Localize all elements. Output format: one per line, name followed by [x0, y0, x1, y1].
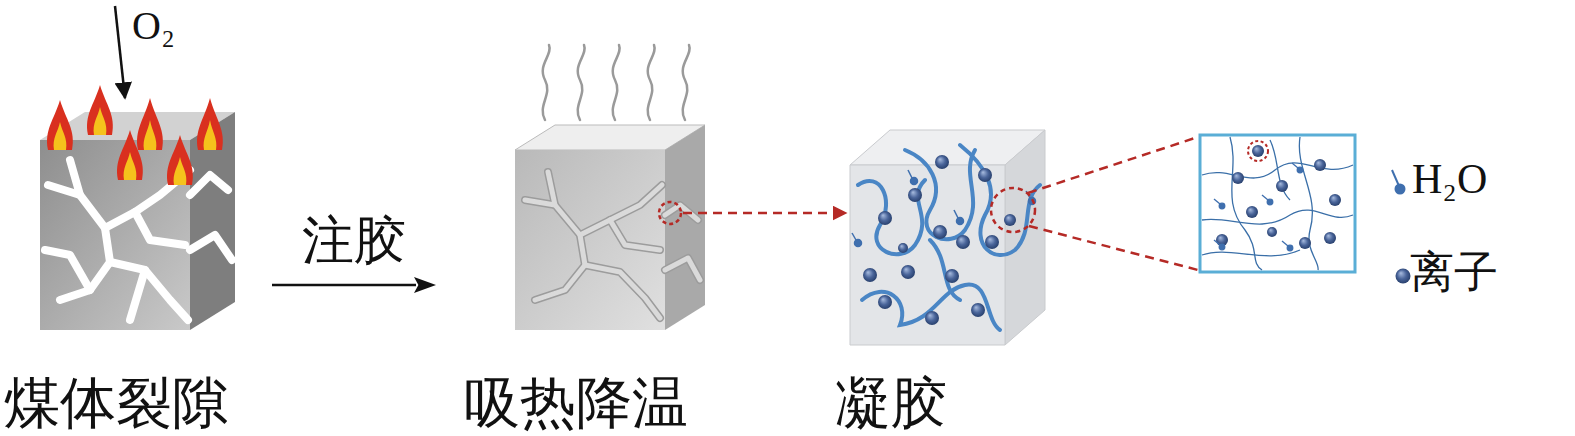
- legend-ion-symbol: [1396, 269, 1411, 284]
- figure-panel: 煤体裂隙: [4, 100, 244, 434]
- legend-text: H₂O: [1412, 156, 1487, 202]
- panel-caption: 凝胶: [835, 372, 947, 434]
- gas-label: O₂: [132, 4, 175, 48]
- zoom-box: [1200, 135, 1355, 272]
- gel-cube: [850, 130, 1045, 345]
- figure-panel: 吸热降温: [462, 100, 707, 434]
- cooling-cube: [515, 45, 705, 330]
- legend-text: 离子: [1410, 248, 1498, 296]
- panel-caption: 煤体裂隙: [4, 372, 228, 434]
- coal-cube: [40, 85, 235, 330]
- zoom-leader: [683, 212, 846, 215]
- zoom-leaders: [1028, 137, 1198, 270]
- panel-caption: 吸热降温: [464, 372, 688, 434]
- arrow-label: 注胶: [302, 212, 406, 269]
- figure-panel: 凝胶: [830, 120, 1050, 434]
- legend-water-symbol: [1392, 170, 1405, 194]
- oxygen-arrow: [115, 6, 125, 98]
- process-arrow: [272, 277, 436, 293]
